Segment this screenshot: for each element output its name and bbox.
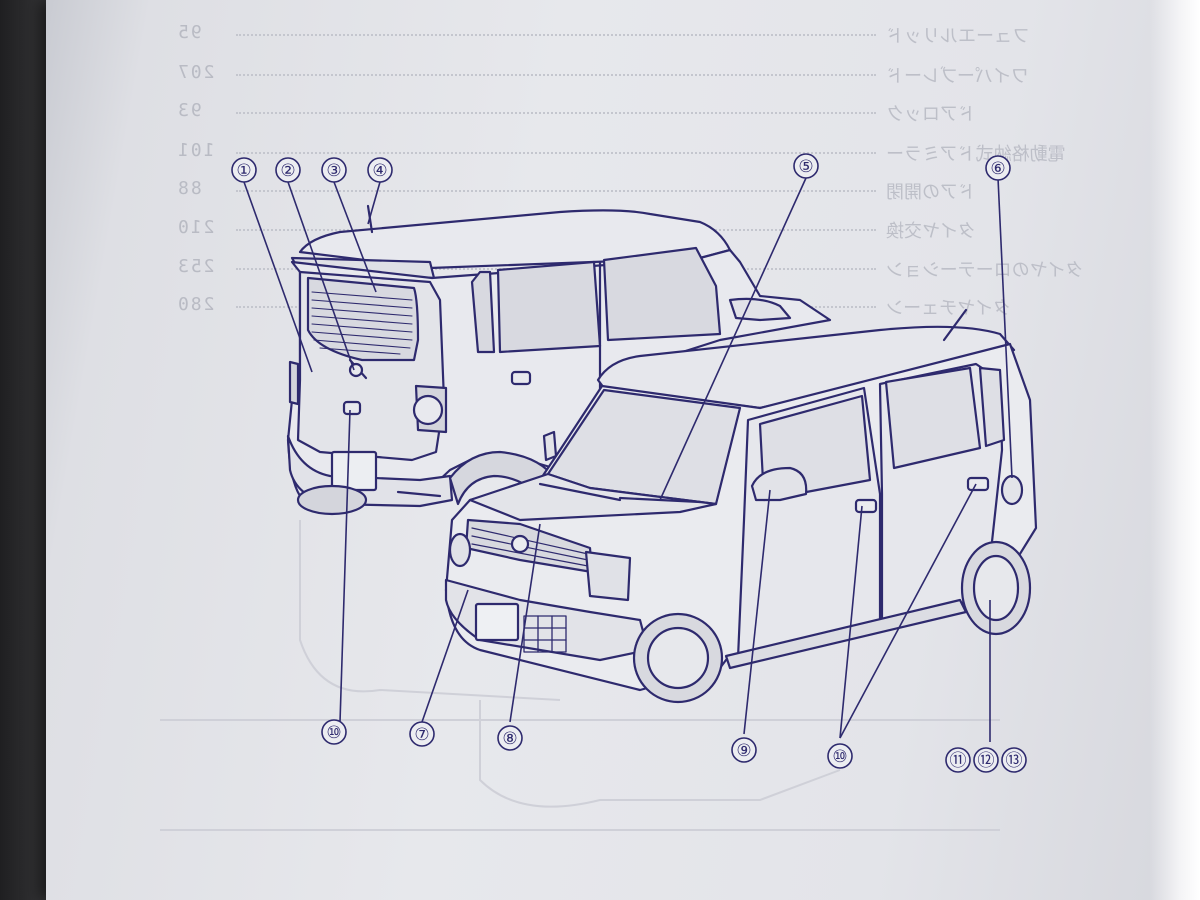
callout-2-label: ② — [280, 161, 295, 181]
front-rear-quarter-window — [978, 366, 1006, 448]
front-antenna — [942, 308, 968, 342]
leader-lines — [243, 177, 1013, 742]
callout-4: ④ — [367, 157, 393, 183]
rear-side-door-handle — [510, 370, 532, 386]
rear-left-lamp — [288, 360, 300, 406]
callout-2: ② — [275, 157, 301, 183]
front-window-2 — [884, 366, 982, 470]
bleed-row: 93 ドアロック — [46, 100, 1046, 130]
front-emblem — [510, 534, 530, 554]
rear-side-window-2 — [496, 260, 602, 354]
callout-7-label: ⑦ — [414, 725, 429, 745]
callout-13: ⑬ — [1001, 747, 1027, 773]
callout-11: ⑪ — [945, 747, 971, 773]
front-fuel-lid — [1000, 474, 1024, 506]
bleed-leader — [236, 112, 876, 114]
front-hood — [468, 472, 718, 522]
rear-mirror — [728, 297, 792, 322]
bleed-row: 101 電動格納式ドアミラー — [46, 140, 1066, 170]
bleed-mirror-illustration — [160, 520, 1000, 831]
bleed-leader — [236, 190, 876, 192]
front-door-handle-2 — [966, 476, 990, 492]
rear-hatch-handle — [342, 400, 362, 416]
callout-9-label: ⑨ — [736, 741, 751, 761]
rear-fuel-cap-mark — [412, 394, 444, 426]
bleed-leader — [236, 34, 876, 36]
callout-5-label: ⑤ — [798, 157, 813, 177]
front-right-headlamp — [584, 550, 632, 602]
callout-8: ⑧ — [497, 725, 523, 751]
rear-roof — [298, 209, 732, 270]
front-step — [542, 430, 558, 462]
front-left-headlamp — [448, 532, 472, 568]
bleed-row: 207 ワイパーブレード — [46, 62, 1046, 92]
bleed-row: 88 ドアの開閉 — [46, 178, 1046, 208]
page-edge — [1150, 0, 1200, 900]
callout-8-label: ⑧ — [502, 729, 517, 749]
callout-3: ③ — [321, 157, 347, 183]
callout-11-label: ⑪ — [950, 751, 967, 771]
front-wiper-1 — [538, 482, 622, 502]
rear-side-window-3 — [602, 246, 722, 342]
callout-1-label: ① — [236, 161, 251, 181]
front-side-mirror — [750, 466, 808, 502]
rear-vehicle — [286, 204, 832, 516]
callout-12-label: ⑫ — [978, 751, 995, 771]
rear-side-window-1 — [470, 270, 496, 354]
rear-reflector — [396, 490, 442, 498]
callout-6: ⑥ — [985, 155, 1011, 181]
bleed-leader — [236, 74, 876, 76]
front-door-handle-1 — [854, 498, 878, 514]
rear-tire — [296, 484, 368, 516]
callout-1: ① — [231, 157, 257, 183]
callout-3-label: ③ — [326, 161, 341, 181]
callout-10-rear: ⑩ — [321, 719, 347, 745]
callout-7: ⑦ — [409, 721, 435, 747]
front-grille-slats — [471, 527, 589, 567]
front-roof — [596, 325, 1016, 410]
rear-defroster-lines — [311, 291, 413, 355]
callout-9: ⑨ — [731, 737, 757, 763]
callout-10-front: ⑩ — [827, 743, 853, 769]
callout-4-label: ④ — [372, 161, 387, 181]
callout-12: ⑫ — [973, 747, 999, 773]
front-license-plate — [474, 602, 520, 642]
callout-5: ⑤ — [793, 153, 819, 179]
rear-license-plate — [330, 450, 378, 492]
bleed-leader — [236, 152, 876, 154]
front-vehicle — [444, 308, 1038, 704]
callout-6-label: ⑥ — [990, 159, 1005, 179]
callout-10-rear-label: ⑩ — [326, 723, 341, 743]
callout-10-front-label: ⑩ — [832, 747, 847, 767]
front-rear-wheel — [972, 554, 1020, 622]
callout-13-label: ⑬ — [1006, 751, 1023, 771]
bleed-row: 95 フューエルリッド — [46, 22, 1046, 52]
front-left-wheel — [646, 626, 710, 690]
